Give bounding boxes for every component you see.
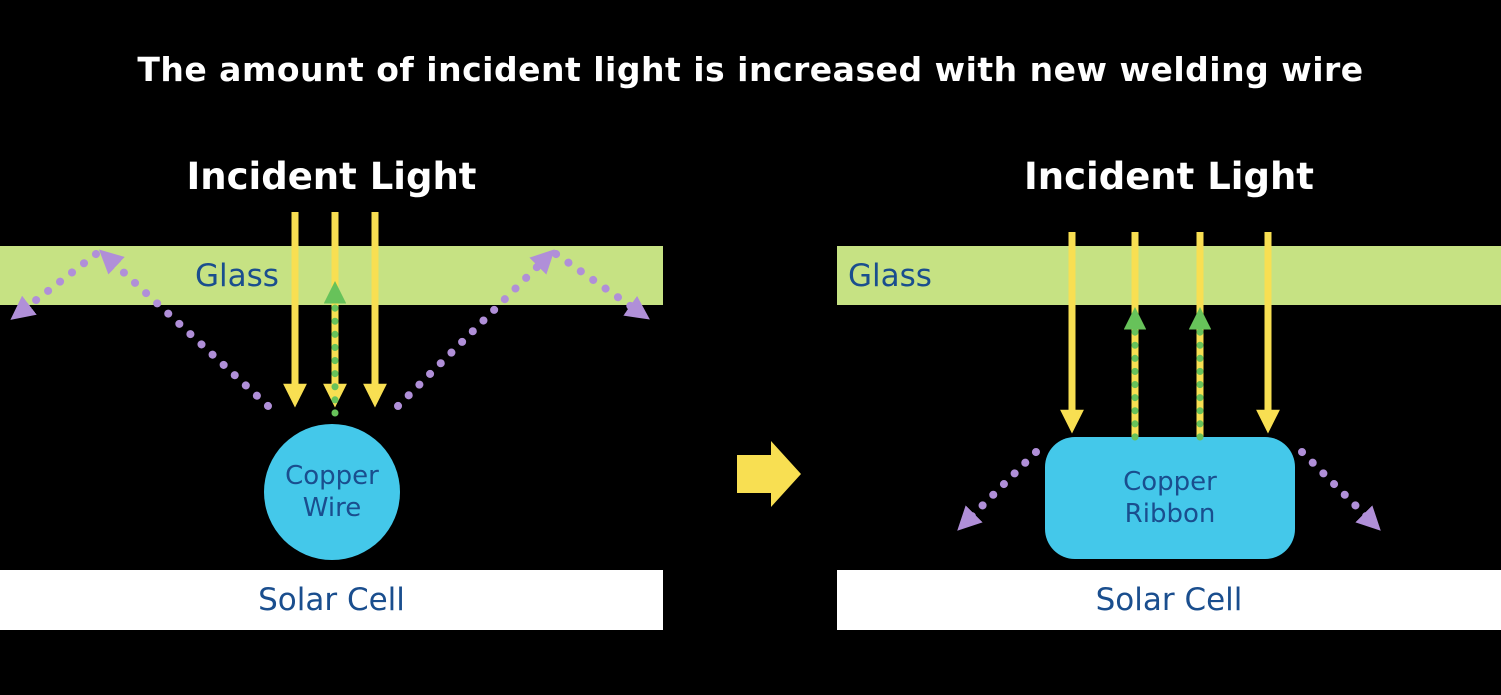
incident-light-label-left: Incident Light (186, 155, 477, 198)
transition-arrow (737, 441, 801, 507)
glass-label-right: Glass (848, 257, 932, 294)
scattered-ray-ribbon-right (1298, 448, 1381, 531)
solar-cell-left: Solar Cell (0, 570, 663, 630)
scattered-ray-ribbon-left (957, 448, 1040, 531)
glass-layer-left: Glass (0, 246, 663, 305)
copper-wire-shape: Copper Wire (264, 424, 400, 560)
copper-wire-label-line1: Copper (285, 460, 379, 491)
solar-cell-right: Solar Cell (837, 570, 1501, 630)
diagram-title: The amount of incident light is increase… (137, 50, 1364, 89)
copper-ribbon-label-line2: Ribbon (1124, 499, 1216, 529)
incident-light-label-right: Incident Light (1024, 155, 1314, 198)
solar-cell-label-right: Solar Cell (1095, 582, 1243, 618)
solar-cell-label-left: Solar Cell (258, 582, 405, 618)
copper-wire-label-line2: Wire (302, 493, 362, 523)
copper-ribbon-label-line1: Copper (1123, 466, 1217, 497)
glass-label-left: Glass (195, 257, 279, 294)
glass-layer-right: Glass (837, 246, 1501, 305)
copper-ribbon-shape: Copper Ribbon (1045, 437, 1295, 559)
